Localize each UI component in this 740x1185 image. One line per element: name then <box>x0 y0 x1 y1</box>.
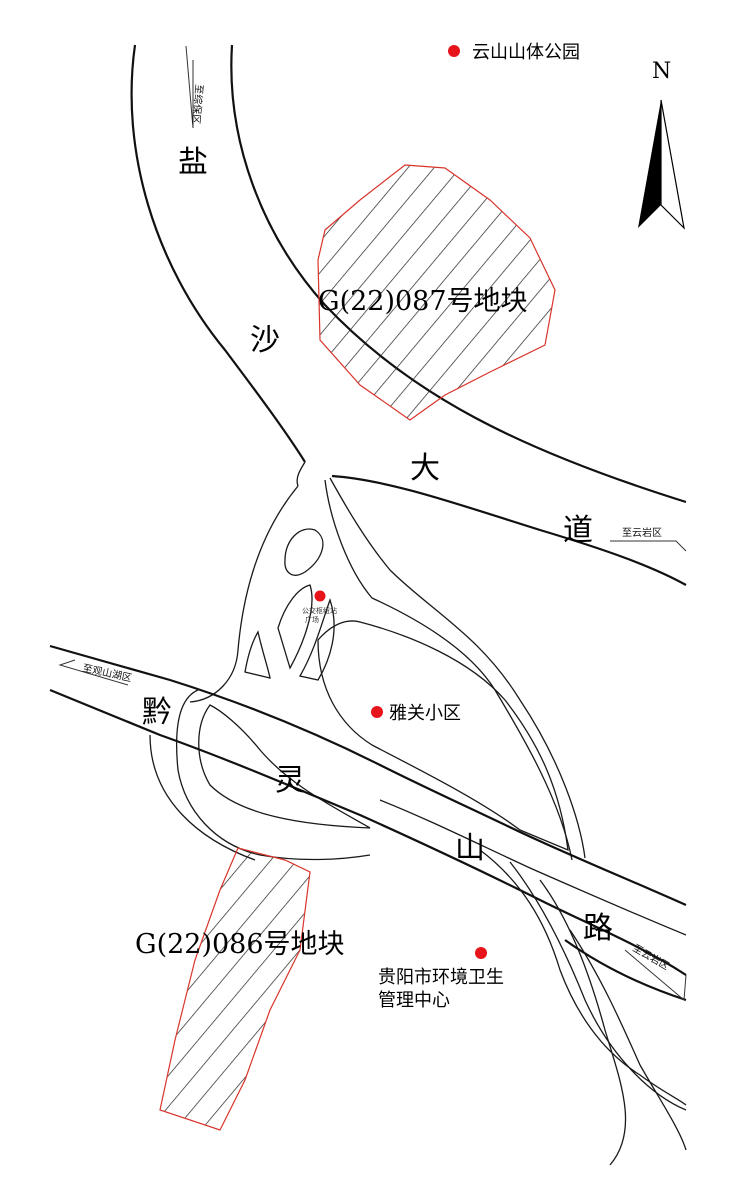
north-label: N <box>652 59 671 84</box>
road-label-qian: 黔 <box>142 695 172 730</box>
poi-label-yaguan: 雅关小区 <box>389 703 461 724</box>
direction-to-guanshanhu: 至观山湖区 <box>81 662 132 684</box>
poi-marker-yaguan <box>371 706 383 718</box>
arrow-to-yunyan-bottom <box>624 949 687 1002</box>
poi-marker-bus-hub <box>314 590 326 602</box>
road-label-sha: 沙 <box>250 323 280 358</box>
poi-label-env-center-line2: 管理中心 <box>378 990 450 1011</box>
road-label-ling: 灵 <box>275 763 305 798</box>
ramp-south-loop <box>149 734 256 861</box>
direction-to-zongbao: 至综保区 <box>190 84 206 125</box>
yansha-road-west-edge <box>130 44 306 463</box>
qianling-road-south-edge <box>49 688 687 976</box>
arrow-to-yunyan-top <box>610 540 687 552</box>
ramp-west-loop <box>176 689 371 861</box>
yansha-road-south-edge <box>331 474 687 586</box>
road-label-dao: 道 <box>563 513 593 548</box>
direction-to-yunyan-top: 至云岩区 <box>622 526 662 539</box>
direction-to-yunyan-bottom: 至云岩区 <box>631 941 672 972</box>
poi-label-yunshan-park: 云山山体公园 <box>472 42 580 63</box>
road-label-da: 大 <box>410 451 440 486</box>
ramp-island-1 <box>284 528 324 576</box>
poi-label-env-center-line1: 贵阳市环境卫生 <box>378 967 504 988</box>
poi-marker-yunshan-park <box>448 45 460 57</box>
parcel-087-label: G(22)087号地块 <box>318 286 528 317</box>
ramp-island-3 <box>244 630 271 679</box>
road-label-yan: 盐 <box>178 145 208 180</box>
ramp-to-yunyan-bottom <box>564 939 687 1002</box>
lower-curve-3 <box>539 879 627 1166</box>
arrow-to-zongbao <box>185 45 194 129</box>
arrow-to-guanshanhu <box>58 659 129 686</box>
road-label-lu: 路 <box>583 911 613 946</box>
north-arrow-icon <box>638 99 685 230</box>
lower-curve-4 <box>569 929 687 1151</box>
yansha-road-ramp <box>296 461 306 487</box>
road-label-shan: 山 <box>455 831 485 866</box>
ramp-inner-right <box>329 477 586 859</box>
lower-curve-1 <box>479 849 687 1106</box>
poi-label-bus-hub-line2: 广场 <box>305 615 319 624</box>
poi-label-bus-hub-line1: 公交枢纽站 <box>302 606 337 615</box>
ramp-island-2 <box>277 584 313 670</box>
poi-marker-env-center <box>475 947 487 959</box>
ramp-inner-left <box>324 479 573 861</box>
qianling-road-median <box>379 799 687 936</box>
parcel-086-label: G(22)086号地块 <box>135 929 345 960</box>
qianling-road-north-edge <box>49 644 687 907</box>
lower-curve-2 <box>509 861 687 1111</box>
ramp-island-4 <box>298 598 335 681</box>
parcel-086-area <box>159 847 311 1131</box>
ramp-west-inner <box>198 704 371 829</box>
ramp-block-yaguan <box>317 620 569 852</box>
parcel-087-area <box>317 164 556 421</box>
ramp-north-loop <box>189 485 299 703</box>
